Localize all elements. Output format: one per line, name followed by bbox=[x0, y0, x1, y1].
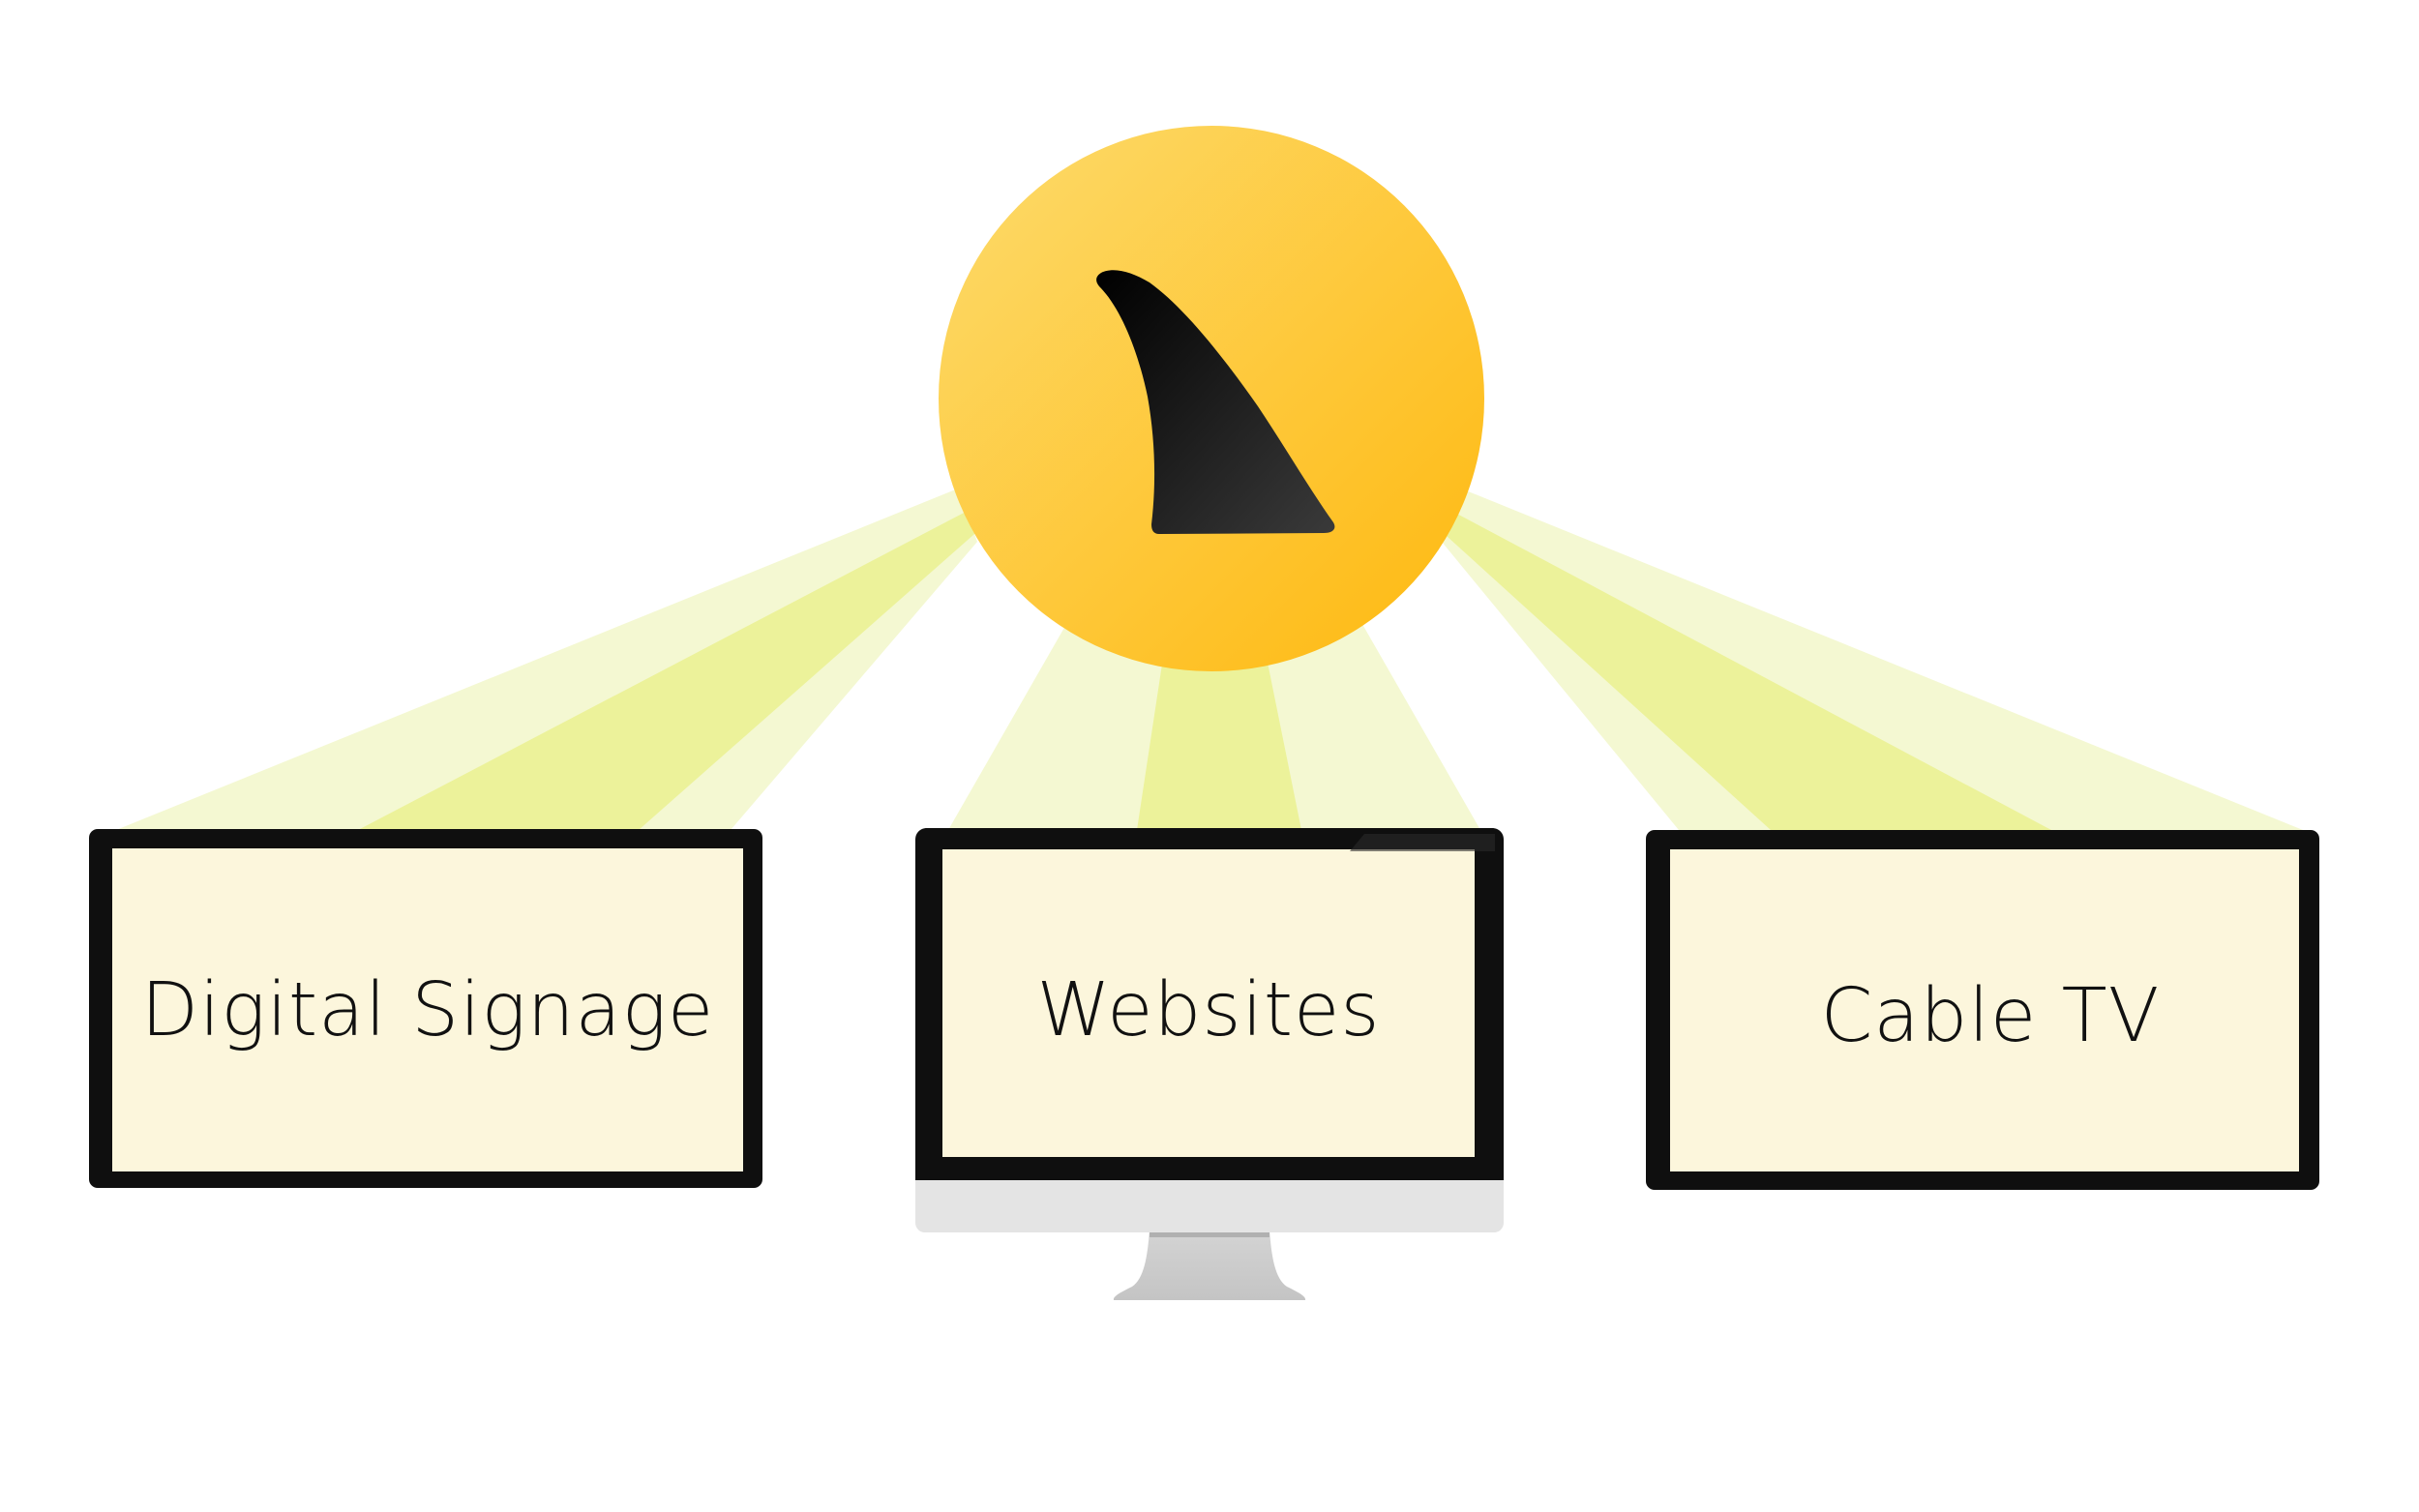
logo bbox=[939, 126, 1484, 671]
monitor-stand bbox=[1113, 1230, 1306, 1300]
beam-center bbox=[948, 619, 1480, 830]
beam-right-outer bbox=[1442, 489, 2303, 830]
monitor-stand-neck-shadow bbox=[1150, 1230, 1269, 1237]
display-screen bbox=[112, 848, 743, 1171]
shark-fin-icon bbox=[1096, 270, 1335, 534]
digital-signage-label: Digital Signage bbox=[140, 966, 715, 1053]
tv-screen bbox=[1670, 849, 2299, 1171]
beam-center-inner bbox=[1137, 638, 1301, 830]
digital-signage-display bbox=[89, 829, 762, 1188]
beam-left bbox=[116, 489, 982, 830]
websites-label: Websites bbox=[1036, 966, 1381, 1053]
tv-icon bbox=[1646, 830, 2319, 1190]
beam-right-inner bbox=[1437, 511, 2051, 830]
cable-tv-label: Cable TV bbox=[1820, 972, 2161, 1059]
monitor-screen bbox=[942, 849, 1475, 1157]
beam-left-outer bbox=[116, 489, 977, 830]
desktop-monitor-icon bbox=[915, 828, 1504, 1300]
monitor-glare bbox=[1350, 834, 1495, 851]
beam-right bbox=[1437, 489, 2303, 830]
beam-left-inner bbox=[358, 511, 982, 830]
